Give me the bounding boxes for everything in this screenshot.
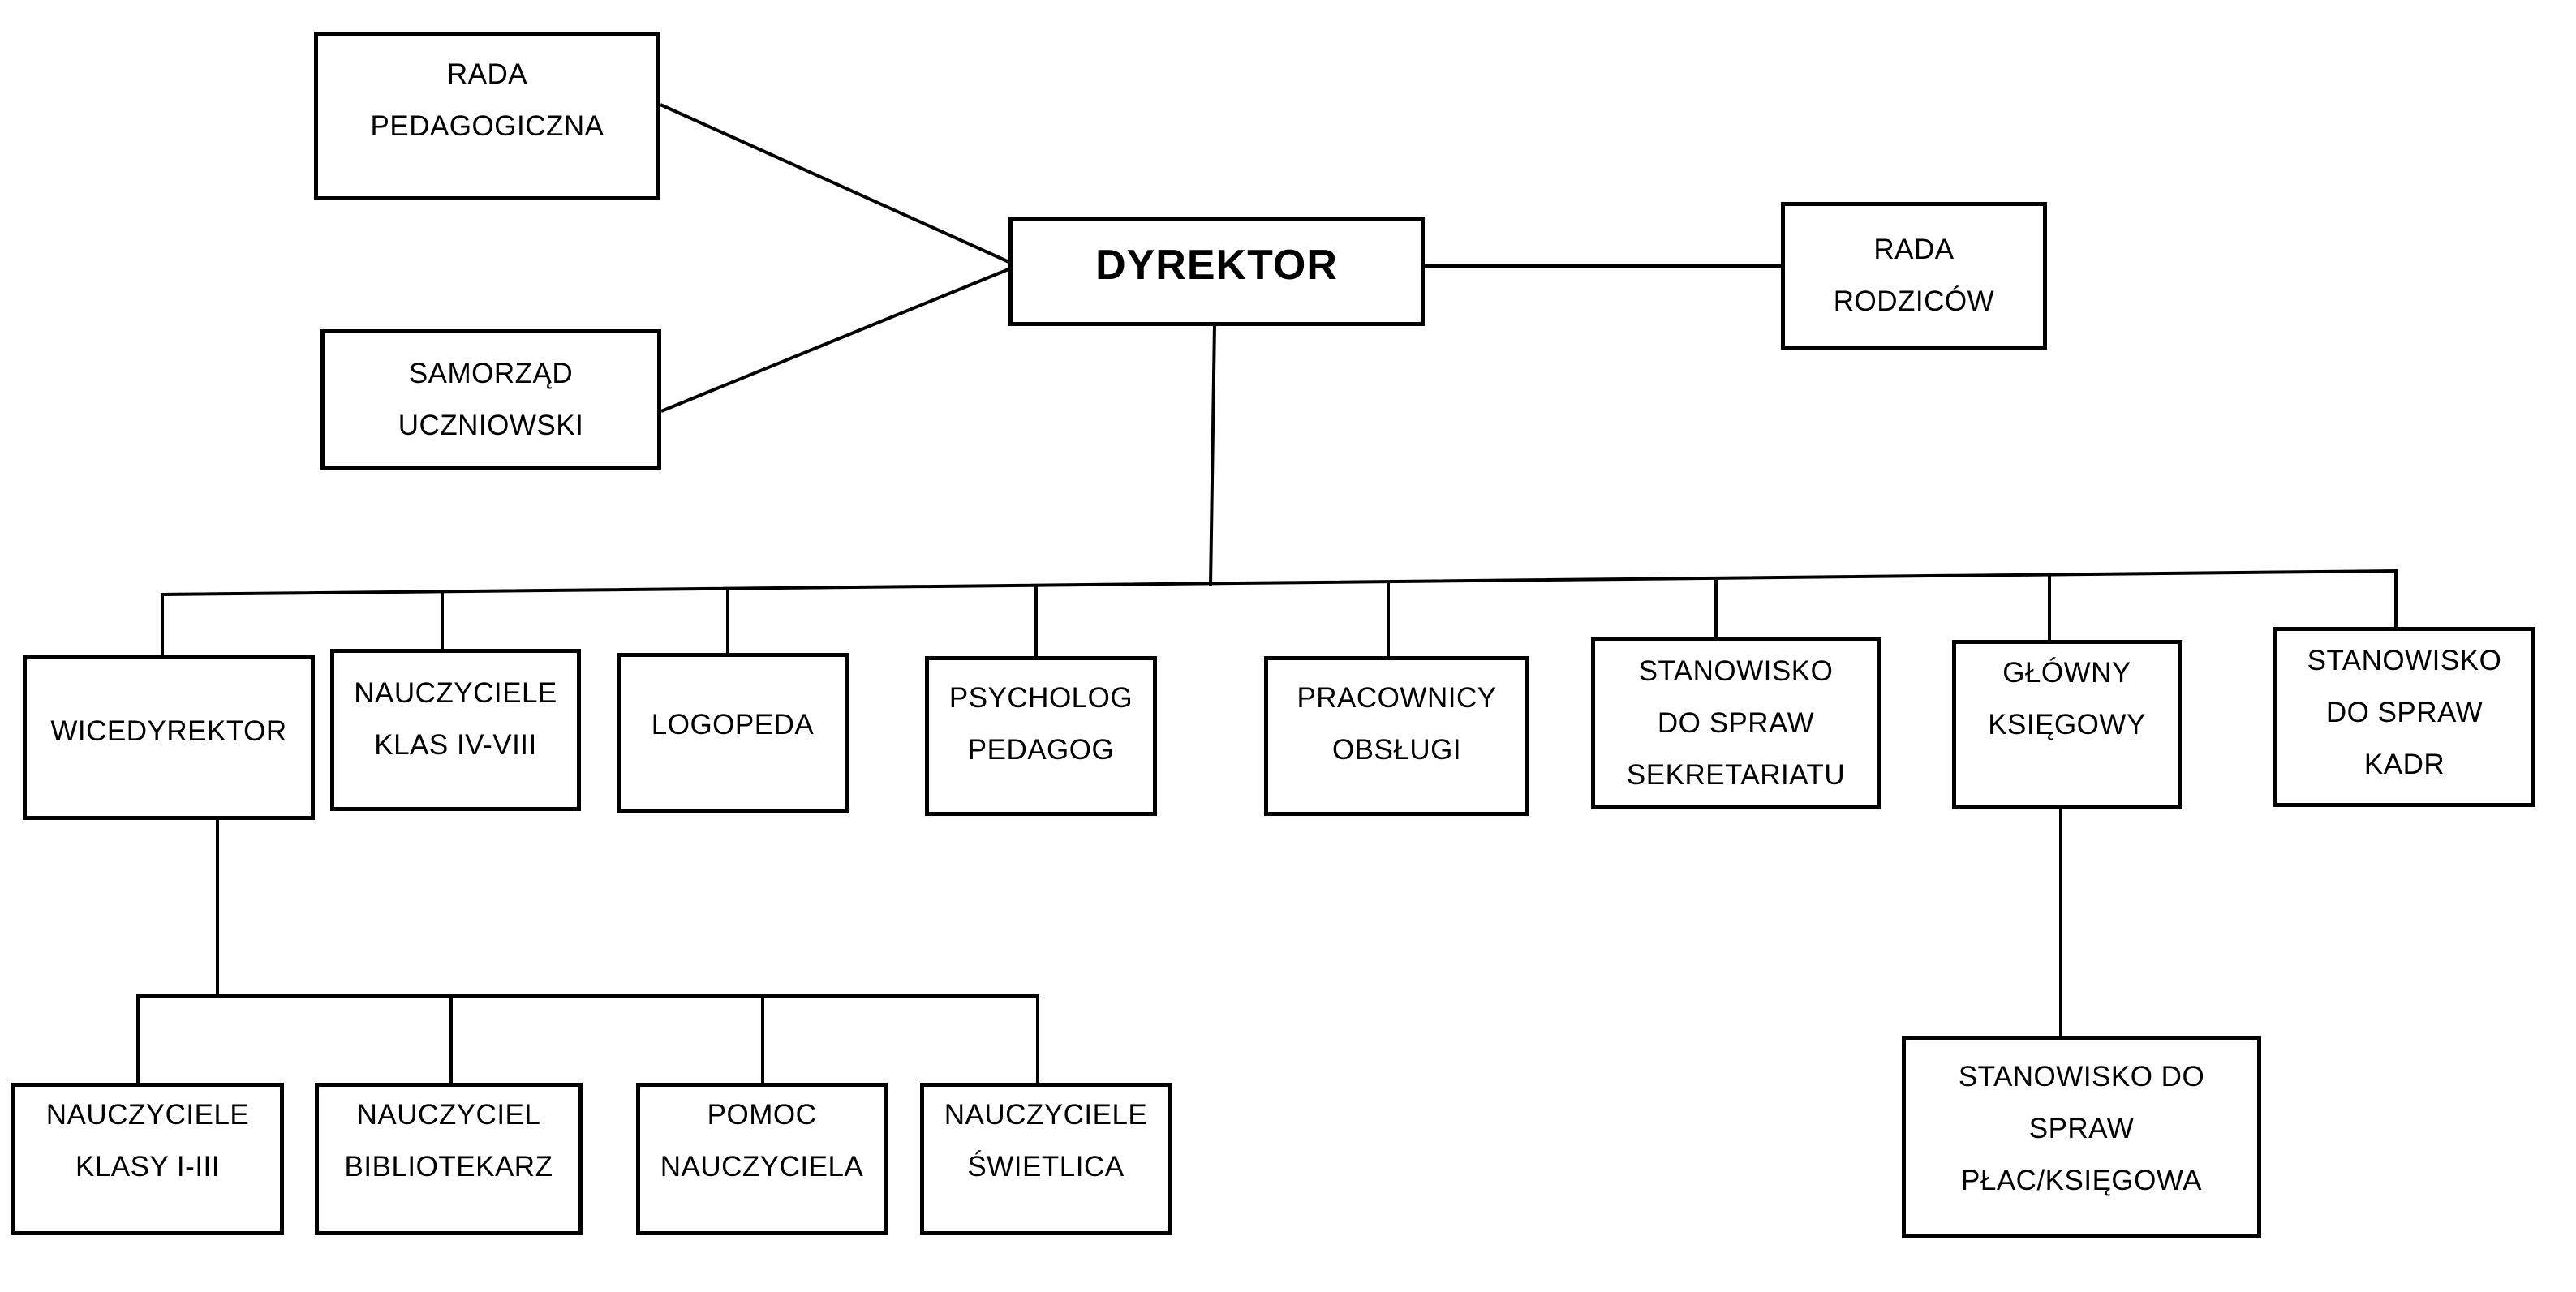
node-pomoc-nauczyciela: POMOC NAUCZYCIELA <box>636 1083 888 1235</box>
node-label: RADA PEDAGOGICZNA <box>370 58 604 142</box>
node-wicedyrektor: WICEDYREKTOR <box>23 655 315 820</box>
node-glowny-ksiegowy: GŁÓWNY KSIĘGOWY <box>1952 640 2182 809</box>
node-nauczyciel-bibliotekarz: NAUCZYCIEL BIBLIOTEKARZ <box>315 1083 583 1235</box>
node-label: NAUCZYCIELE ŚWIETLICA <box>944 1098 1148 1183</box>
node-label: STANOWISKO DO SPRAW SEKRETARIATU <box>1626 655 1846 791</box>
node-stanowisko-kadr: STANOWISKO DO SPRAW KADR <box>2273 627 2535 807</box>
node-label: LOGOPEDA <box>651 708 815 740</box>
node-rada-rodzicow: RADA RODZICÓW <box>1781 202 2047 350</box>
node-label: PSYCHOLOG PEDAGOG <box>948 681 1133 766</box>
node-label: RADA RODZICÓW <box>1833 234 1995 317</box>
node-label: POMOC NAUCZYCIELA <box>660 1098 864 1183</box>
node-logopeda: LOGOPEDA <box>617 653 849 813</box>
node-label: NAUCZYCIELE KLASY I-III <box>45 1098 250 1183</box>
node-label: DYREKTOR <box>1095 241 1338 289</box>
node-label: STANOWISKO DO SPRAW PŁAC/KSIĘGOWA <box>1958 1061 2205 1196</box>
node-label: PRACOWNICY OBSŁUGI <box>1297 681 1497 766</box>
sub-bus-line <box>136 994 1039 1085</box>
node-nauczyciele-swietlica: NAUCZYCIELE ŚWIETLICA <box>920 1083 1172 1235</box>
node-label: STANOWISKO DO SPRAW KADR <box>2307 645 2502 780</box>
node-label: GŁÓWNY KSIĘGOWY <box>1988 656 2146 740</box>
node-label: WICEDYREKTOR <box>50 715 287 747</box>
node-label: NAUCZYCIEL BIBLIOTEKARZ <box>344 1098 553 1183</box>
node-label: SAMORZĄD UCZNIOWSKI <box>398 357 584 441</box>
node-nauczyciele-klasy-i-iii: NAUCZYCIELE KLASY I-III <box>11 1083 284 1235</box>
node-stanowisko-plac-ksiegowa: STANOWISKO DO SPRAW PŁAC/KSIĘGOWA <box>1902 1036 2261 1238</box>
edge-rada-pedagogiczna-dyrektor <box>660 103 1013 265</box>
node-stanowisko-sekretariatu: STANOWISKO DO SPRAW SEKRETARIATU <box>1591 637 1881 809</box>
node-dyrektor: DYREKTOR <box>1008 217 1425 326</box>
node-samorzad-uczniowski: SAMORZĄD UCZNIOWSKI <box>320 329 661 470</box>
node-pracownicy-obslugi: PRACOWNICY OBSŁUGI <box>1264 656 1529 816</box>
node-label: NAUCZYCIELE KLAS IV-VIII <box>354 677 557 761</box>
node-nauczyciele-klas-iv-viii: NAUCZYCIELE KLAS IV-VIII <box>330 649 581 811</box>
node-rada-pedagogiczna: RADA PEDAGOGICZNA <box>314 32 660 200</box>
node-psycholog-pedagog: PSYCHOLOG PEDAGOG <box>925 656 1157 816</box>
edge-samorzad-dyrektor <box>660 266 1013 413</box>
edge-dyrektor-trunk <box>1209 324 1216 586</box>
